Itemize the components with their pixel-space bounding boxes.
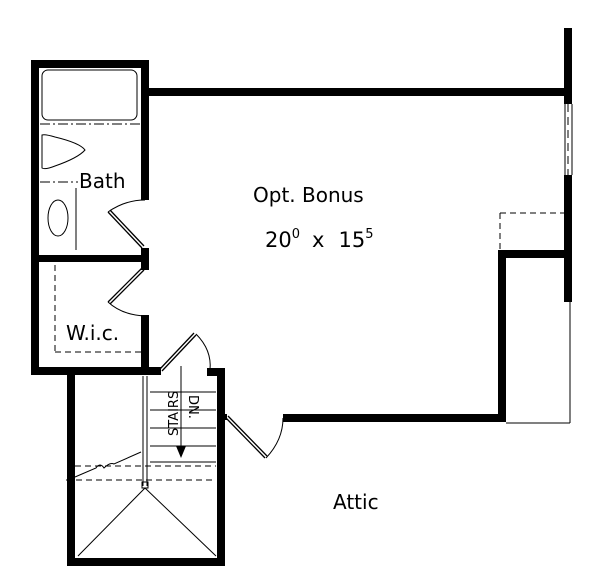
dim-height-inches: 5 (365, 227, 373, 242)
window (564, 104, 573, 175)
knee-wall-outline (499, 212, 564, 250)
stair-rail (141, 376, 149, 489)
bonus-walls (141, 28, 572, 422)
stairs-direction: DN. (185, 395, 200, 419)
bath-walls (31, 60, 161, 375)
bonus-room-label: Opt. Bonus (253, 183, 364, 207)
wic-label: W.i.c. (66, 321, 119, 345)
dim-separator: x (312, 228, 324, 252)
stair-break-line (74, 451, 142, 478)
sink (47, 199, 69, 237)
bath-door (107, 199, 146, 249)
wic-door (107, 267, 146, 317)
attic-door (225, 415, 284, 459)
toilet (41, 134, 86, 170)
wic-shelf (54, 265, 141, 353)
stair-landing-lines (77, 487, 217, 557)
stair-arrow (176, 366, 186, 458)
attic-label: Attic (333, 490, 379, 514)
stairs-label: STAIRS (167, 391, 182, 436)
bath-label: Bath (79, 169, 126, 193)
dim-width: 20 (265, 228, 292, 252)
bathtub (40, 69, 140, 125)
stair-treads (66, 391, 216, 481)
stair-walls (67, 368, 227, 566)
dim-height: 15 (338, 228, 365, 252)
stair-door (159, 332, 211, 372)
attic-outline-right (506, 302, 571, 424)
dim-width-inches: 0 (292, 227, 300, 242)
